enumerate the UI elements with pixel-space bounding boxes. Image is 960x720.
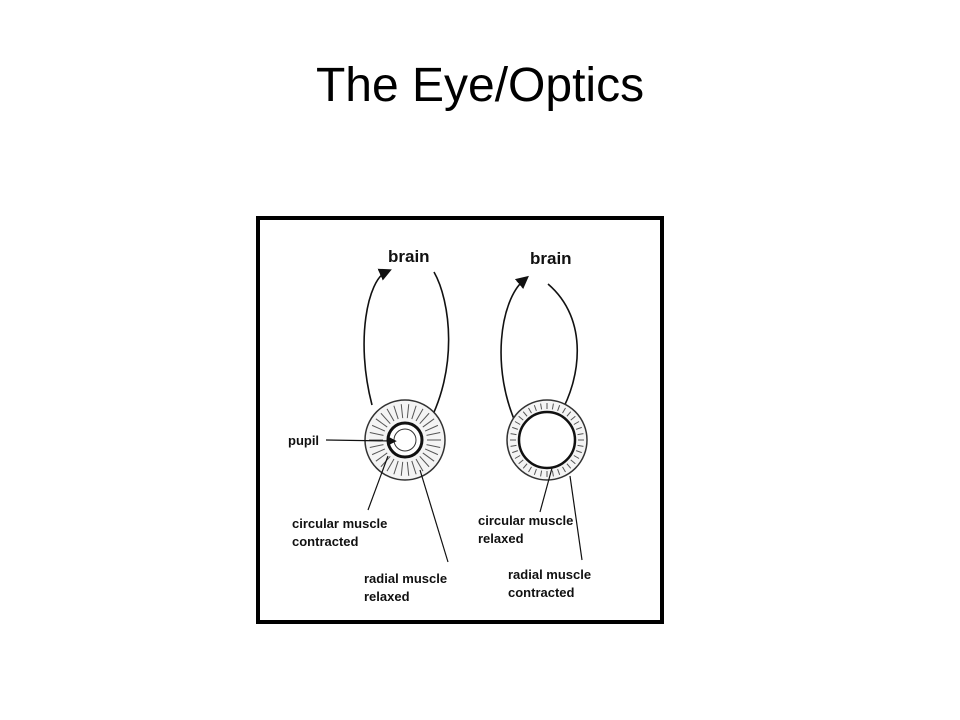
- radial-fibre: [528, 407, 532, 414]
- right-radial-pointer: [569, 475, 583, 561]
- radial-fibre: [406, 461, 410, 476]
- left-radial-pointer: [419, 469, 449, 563]
- radial-fibre: [426, 432, 441, 436]
- left-circular-muscle: [386, 421, 424, 459]
- radial-fibre: [400, 461, 404, 476]
- radial-fibre: [411, 460, 417, 475]
- radial-fibre: [510, 444, 517, 447]
- radial-fibre: [573, 421, 580, 425]
- radial-fibre: [514, 455, 521, 459]
- radial-fibre: [562, 466, 566, 473]
- right-radial-label-line1: radial muscle: [508, 567, 591, 582]
- radial-fibre: [369, 432, 384, 436]
- slide-title: The Eye/Optics: [315, 59, 645, 112]
- radial-fibre: [371, 424, 386, 432]
- left-brain-label: brain: [388, 247, 430, 266]
- radial-fibre: [419, 412, 430, 424]
- pupil-reflex-diagram: brain pupil circular muscle contracted r…: [256, 216, 664, 624]
- radial-fibre: [400, 404, 404, 419]
- radial-fibre: [393, 405, 399, 420]
- right-radial-muscle: [510, 403, 584, 477]
- left-radial-label-line2: relaxed: [364, 589, 410, 604]
- radial-fibre: [557, 405, 561, 412]
- radial-fibre: [575, 450, 582, 454]
- radial-fibre: [557, 468, 561, 475]
- radial-fibre: [386, 458, 395, 472]
- radial-fibre: [577, 433, 584, 436]
- pupil-pointer: [325, 436, 397, 446]
- radial-fibre: [551, 470, 554, 477]
- right-circular-pointer: [539, 467, 553, 513]
- radial-fibre: [369, 444, 384, 448]
- radial-fibre: [522, 463, 528, 469]
- right-afferent-nerve: [500, 275, 529, 429]
- radial-fibre: [371, 448, 386, 456]
- radial-fibre: [570, 415, 576, 421]
- radial-fibre: [422, 418, 435, 428]
- radial-fibre: [512, 450, 519, 454]
- left-circular-pointer: [367, 455, 389, 511]
- right-efferent-nerve: [547, 283, 578, 420]
- radial-fibre: [551, 403, 554, 410]
- radial-fibre: [566, 463, 572, 469]
- radial-fibre: [375, 452, 388, 462]
- radial-fibre: [522, 411, 528, 417]
- radial-fibre: [375, 418, 388, 428]
- left-circular-label-line2: contracted: [292, 534, 359, 549]
- radial-fibre: [575, 426, 582, 430]
- diagram-canvas: brain pupil circular muscle contracted r…: [288, 247, 591, 604]
- radial-fibre: [415, 458, 424, 472]
- radial-fibre: [573, 455, 580, 459]
- left-afferent-nerve: [363, 268, 392, 406]
- radial-fibre: [540, 470, 543, 477]
- radial-fibre: [528, 466, 532, 473]
- radial-fibre: [533, 405, 537, 412]
- radial-fibre: [577, 444, 584, 447]
- radial-fibre: [518, 415, 524, 421]
- left-radial-label-line1: radial muscle: [364, 571, 447, 586]
- radial-fibre: [415, 408, 424, 422]
- radial-fibre: [424, 424, 439, 432]
- right-radial-label-line2: contracted: [508, 585, 575, 600]
- radial-fibre: [393, 460, 399, 475]
- radial-fibre: [514, 421, 521, 425]
- right-brain-label: brain: [530, 249, 572, 268]
- radial-fibre: [380, 412, 391, 424]
- right-circular-label-line1: circular muscle: [478, 513, 573, 528]
- radial-fibre: [406, 404, 410, 419]
- radial-fibre: [570, 459, 576, 465]
- radial-fibre: [422, 452, 435, 462]
- radial-fibre: [518, 459, 524, 465]
- radial-fibre: [540, 403, 543, 410]
- right-circular-label-line2: relaxed: [478, 531, 524, 546]
- radial-fibre: [424, 448, 439, 456]
- radial-fibre: [426, 444, 441, 448]
- radial-fibre: [386, 408, 395, 422]
- radial-fibre: [566, 411, 572, 417]
- left-radial-muscle: [369, 404, 441, 476]
- radial-fibre: [411, 405, 417, 420]
- radial-fibre: [512, 426, 519, 430]
- pupil-label: pupil: [288, 433, 319, 448]
- radial-fibre: [533, 468, 537, 475]
- left-circular-label-line1: circular muscle: [292, 516, 387, 531]
- radial-fibre: [419, 456, 430, 468]
- right-circular-muscle: [517, 410, 577, 470]
- right-eye: brain circular muscle relaxed radial mus…: [478, 249, 591, 600]
- radial-fibre: [510, 433, 517, 436]
- radial-fibre: [562, 407, 566, 414]
- left-efferent-nerve: [424, 271, 450, 431]
- left-eye: brain pupil circular muscle contracted r…: [288, 247, 450, 604]
